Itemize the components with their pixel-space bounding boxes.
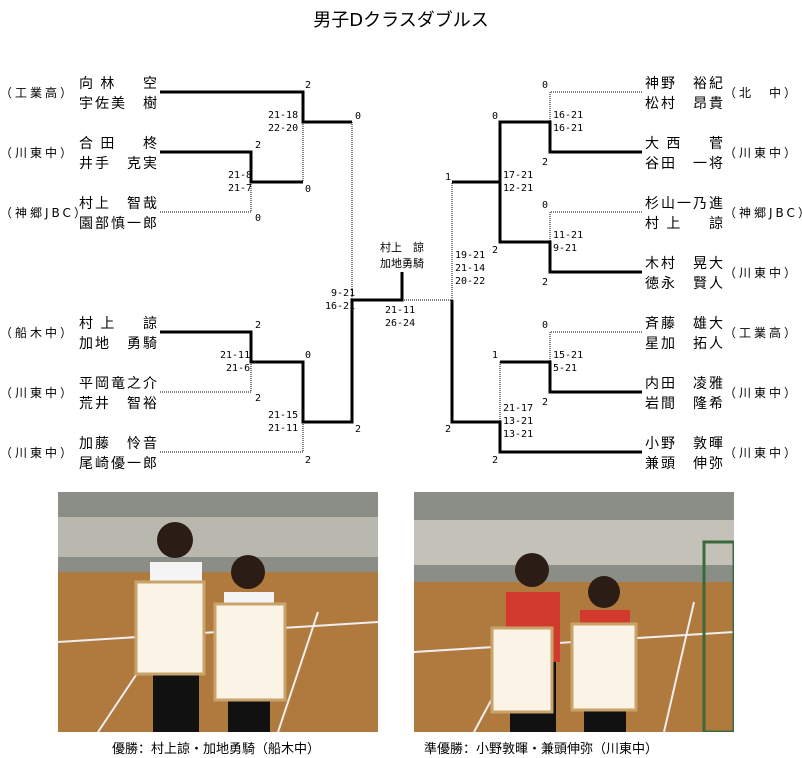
set-count: 2 [492, 455, 499, 466]
player-name: 宇佐美 樹 [79, 96, 157, 112]
set-count: 0 [542, 320, 549, 331]
set-count: 2 [255, 320, 262, 331]
set-count: 0 [355, 111, 362, 122]
player-name: 小野 敦暉 [645, 436, 723, 452]
player-name: 斉藤 雄大 [645, 316, 723, 332]
bracket-line [549, 211, 642, 242]
player-name: 谷田 一将 [645, 156, 723, 172]
bracket-line [160, 90, 352, 124]
team-affiliation: （北 中） [724, 86, 800, 100]
player-name: 加藤 怜音 [79, 436, 157, 452]
bracket-lines [160, 90, 642, 454]
bracket-line [160, 422, 304, 453]
game-score: 16-21 16-21 [553, 110, 584, 134]
game-score: 21-17 13-21 13-21 [503, 403, 534, 440]
champion-player2: 加地勇騎 [380, 257, 424, 270]
game-score: 15-21 5-21 [553, 350, 584, 374]
winner-photo [58, 492, 378, 732]
set-count: 0 [542, 80, 549, 91]
player-name: 大西 菅 [645, 136, 723, 152]
runner-up-caption: 準優勝：小野敦暉・兼頭伸弥（川東中） [424, 742, 659, 757]
set-count: 1 [492, 350, 499, 361]
player-name: 兼頭 伸弥 [645, 456, 723, 472]
player-name: 井手 克実 [79, 156, 157, 172]
loser-paths [160, 91, 642, 453]
team-affiliation: （川東中） [724, 446, 800, 460]
set-count: 2 [305, 455, 312, 466]
set-count: 2 [542, 277, 549, 288]
game-score: 21-11 26-24 [385, 305, 416, 329]
bracket-line [500, 360, 642, 394]
set-count: 0 [305, 350, 312, 361]
set-count: 2 [255, 140, 262, 151]
winner-paths [160, 90, 642, 454]
team-affiliation: （川東中） [0, 146, 76, 160]
game-score: 17-21 12-21 [503, 170, 534, 194]
player-name: 向林 空 [79, 76, 157, 92]
player-name: 神野 裕紀 [645, 76, 723, 92]
team-affiliation: （川東中） [0, 446, 76, 460]
set-count: 2 [305, 80, 312, 91]
player-name: 松村 昂貴 [645, 96, 723, 112]
game-score: 21-8 21-7 [228, 170, 253, 194]
set-count: 2 [542, 397, 549, 408]
bracket-line [549, 91, 642, 122]
set-count: 0 [492, 111, 499, 122]
team-affiliation: （川東中） [0, 386, 76, 400]
team-affiliation: （川東中） [724, 266, 800, 280]
player-name: 徳永 賢人 [645, 276, 723, 292]
set-count: 0 [305, 184, 312, 195]
runner-up-photo [414, 492, 734, 732]
player-name: 合田 柊 [79, 136, 157, 152]
player-name: 加地 勇騎 [79, 336, 157, 352]
player-name: 杉山一乃進 [645, 196, 723, 212]
set-count: 1 [445, 172, 452, 183]
set-count: 2 [355, 424, 362, 435]
set-count: 2 [492, 245, 499, 256]
set-count: 2 [445, 424, 452, 435]
set-count: 0 [255, 213, 262, 224]
player-name: 平岡竜之介 [79, 376, 157, 392]
team-affiliation: （船木中） [0, 326, 76, 340]
team-affiliation: （工業高） [724, 326, 800, 340]
game-score: 21-18 22-20 [268, 110, 299, 134]
player-name: 荒井 智裕 [79, 396, 157, 412]
winner-caption: 優勝：村上諒・加地勇騎（船木中） [112, 742, 321, 757]
game-score: 11-21 9-21 [553, 230, 584, 254]
player-name: 内田 凌雅 [645, 376, 723, 392]
player-name: 村上 智哉 [79, 196, 157, 212]
game-score: 21-11 21-6 [220, 350, 251, 374]
team-affiliation: （神郷JBC） [0, 206, 89, 220]
set-count: 0 [542, 200, 549, 211]
page-title: 男子Dクラスダブルス [313, 10, 489, 31]
champion-player1: 村上 諒 [380, 241, 424, 254]
player-name: 星加 拓人 [645, 336, 723, 352]
game-score: 21-15 21-11 [268, 410, 299, 434]
champion: 村上 諒 加地勇騎 [372, 240, 432, 272]
bracket-line [160, 272, 404, 424]
bracket-line [402, 182, 453, 301]
player-name: 木村 晃大 [645, 256, 723, 272]
team-affiliation: （川東中） [724, 146, 800, 160]
team-affiliation: （神郷JBC） [724, 206, 802, 220]
team-affiliation: （工業高） [0, 86, 76, 100]
bracket-line [160, 150, 303, 184]
bracket-line [549, 331, 642, 362]
game-score: 9-21 16-21 [325, 288, 356, 312]
set-count: 2 [255, 393, 262, 404]
game-score: 19-21 21-14 20-22 [455, 250, 486, 287]
bracket-line [160, 182, 252, 213]
player-name: 園部慎一郎 [79, 216, 157, 232]
player-name: 村上 諒 [79, 316, 157, 332]
team-affiliation: （川東中） [724, 386, 800, 400]
player-name: 村上 諒 [645, 216, 723, 232]
set-count: 2 [542, 157, 549, 168]
bracket-line [160, 362, 252, 393]
bracket-line [450, 300, 642, 454]
player-name: 岩間 隆希 [645, 396, 723, 412]
player-name: 尾崎優一郎 [79, 456, 157, 472]
